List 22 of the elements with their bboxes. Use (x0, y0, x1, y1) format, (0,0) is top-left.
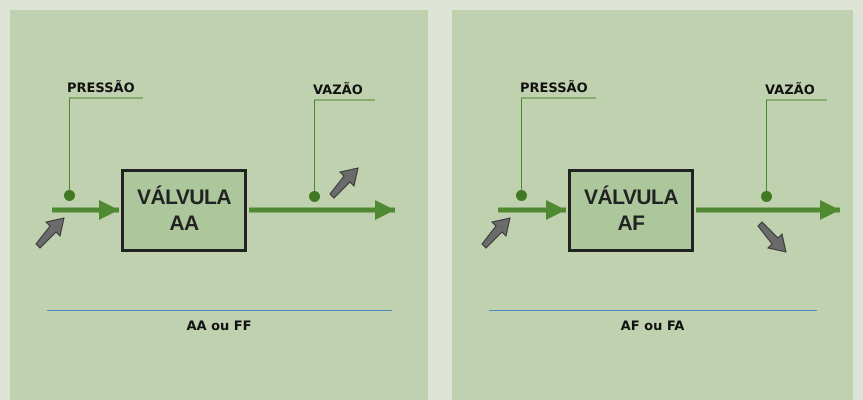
valve-box: VÁLVULA AA (121, 169, 247, 252)
sensor-label: PRESSÃO (67, 80, 143, 98)
sensor-label: VAZÃO (313, 82, 375, 100)
measurement-point (64, 190, 75, 201)
panel (10, 10, 428, 400)
measurement-point (761, 191, 772, 202)
caption-text: AF ou FA (620, 318, 686, 336)
flow-arrow (249, 200, 395, 220)
caption-text: AA ou FF (185, 318, 253, 336)
leader-line (314, 100, 376, 192)
measurement-point (516, 190, 527, 201)
sensor-label: PRESSÃO (520, 80, 596, 98)
measurement-point (309, 191, 320, 202)
flow-arrow (696, 200, 840, 220)
leader-line (766, 100, 828, 192)
panel (452, 10, 853, 400)
leader-line (521, 98, 596, 190)
flow-arrow (498, 200, 566, 220)
flow-arrow (52, 200, 119, 220)
leader-line (69, 98, 144, 190)
valve-box: VÁLVULA AF (568, 169, 694, 252)
sensor-label: VAZÃO (765, 82, 827, 100)
